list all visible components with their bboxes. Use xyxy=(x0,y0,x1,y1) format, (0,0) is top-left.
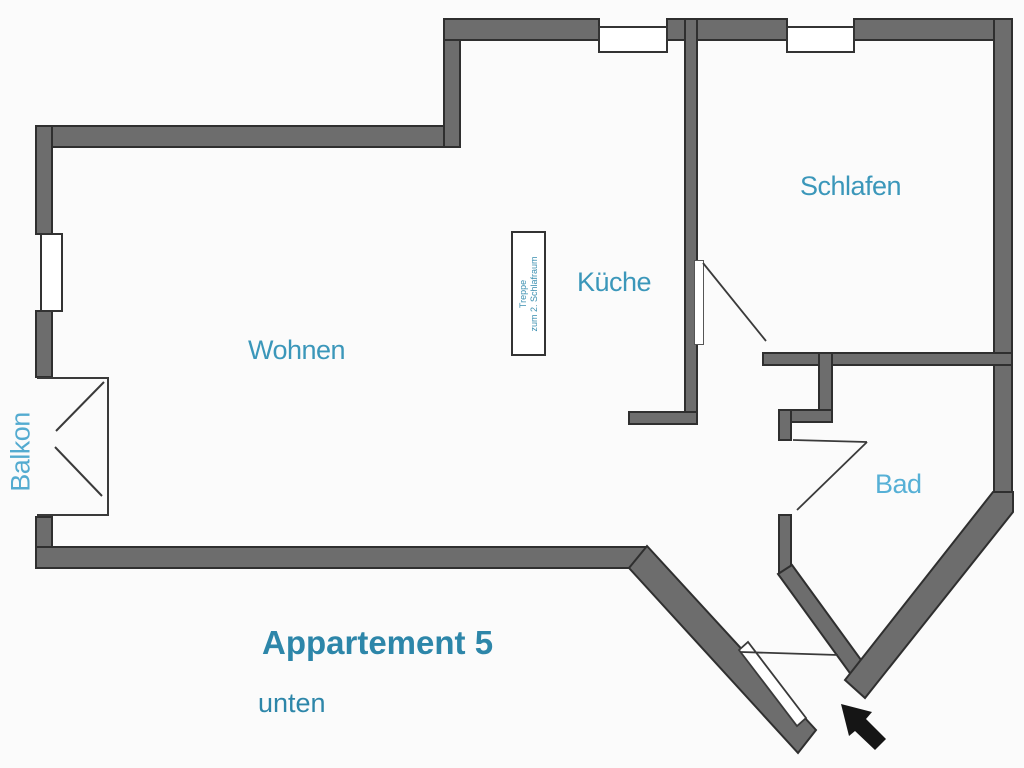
room-label-wohnen: Wohnen xyxy=(248,335,346,365)
schlafen-door-swing-line xyxy=(702,262,767,342)
entrance-arrow-icon xyxy=(841,704,886,750)
wall-kueche-stub xyxy=(628,411,698,425)
balcony-door-leaf-lower xyxy=(54,446,103,497)
window-top-2 xyxy=(786,26,855,53)
balcony-door-leaf-upper xyxy=(55,381,105,432)
window-top-1 xyxy=(598,26,668,53)
plan-title: Appartement 5 xyxy=(262,624,494,661)
entrance-door-leaf xyxy=(737,640,808,728)
room-label-bad: Bad xyxy=(875,469,922,499)
stair-note-line2: zum 2. Schlafraum xyxy=(528,255,539,332)
stair-note-line1: Treppe xyxy=(517,279,528,308)
bad-door-swing-line xyxy=(796,441,868,511)
room-label-schlafen: Schlafen xyxy=(800,171,902,201)
stair-note-box: Treppe zum 2. Schlafraum xyxy=(511,231,546,356)
wall-bad-lower-diagonal xyxy=(776,563,866,678)
schlafen-door-panel xyxy=(694,260,704,345)
room-label-kueche: Küche xyxy=(577,267,652,297)
bad-door-leaf-line xyxy=(792,439,868,443)
wall-bad-left-upper xyxy=(778,409,792,441)
stair-note-text: Treppe zum 2. Schlafraum xyxy=(518,256,540,331)
room-label-balkon: Balkon xyxy=(5,412,36,492)
plan-subtitle: unten xyxy=(258,688,326,718)
entrance-door-swing-line xyxy=(740,651,839,656)
window-left xyxy=(40,233,63,312)
wall-outer-right-diagonal xyxy=(843,491,1014,700)
balcony-door-frame xyxy=(37,377,109,516)
wall-entrance-diagonal xyxy=(627,544,818,755)
